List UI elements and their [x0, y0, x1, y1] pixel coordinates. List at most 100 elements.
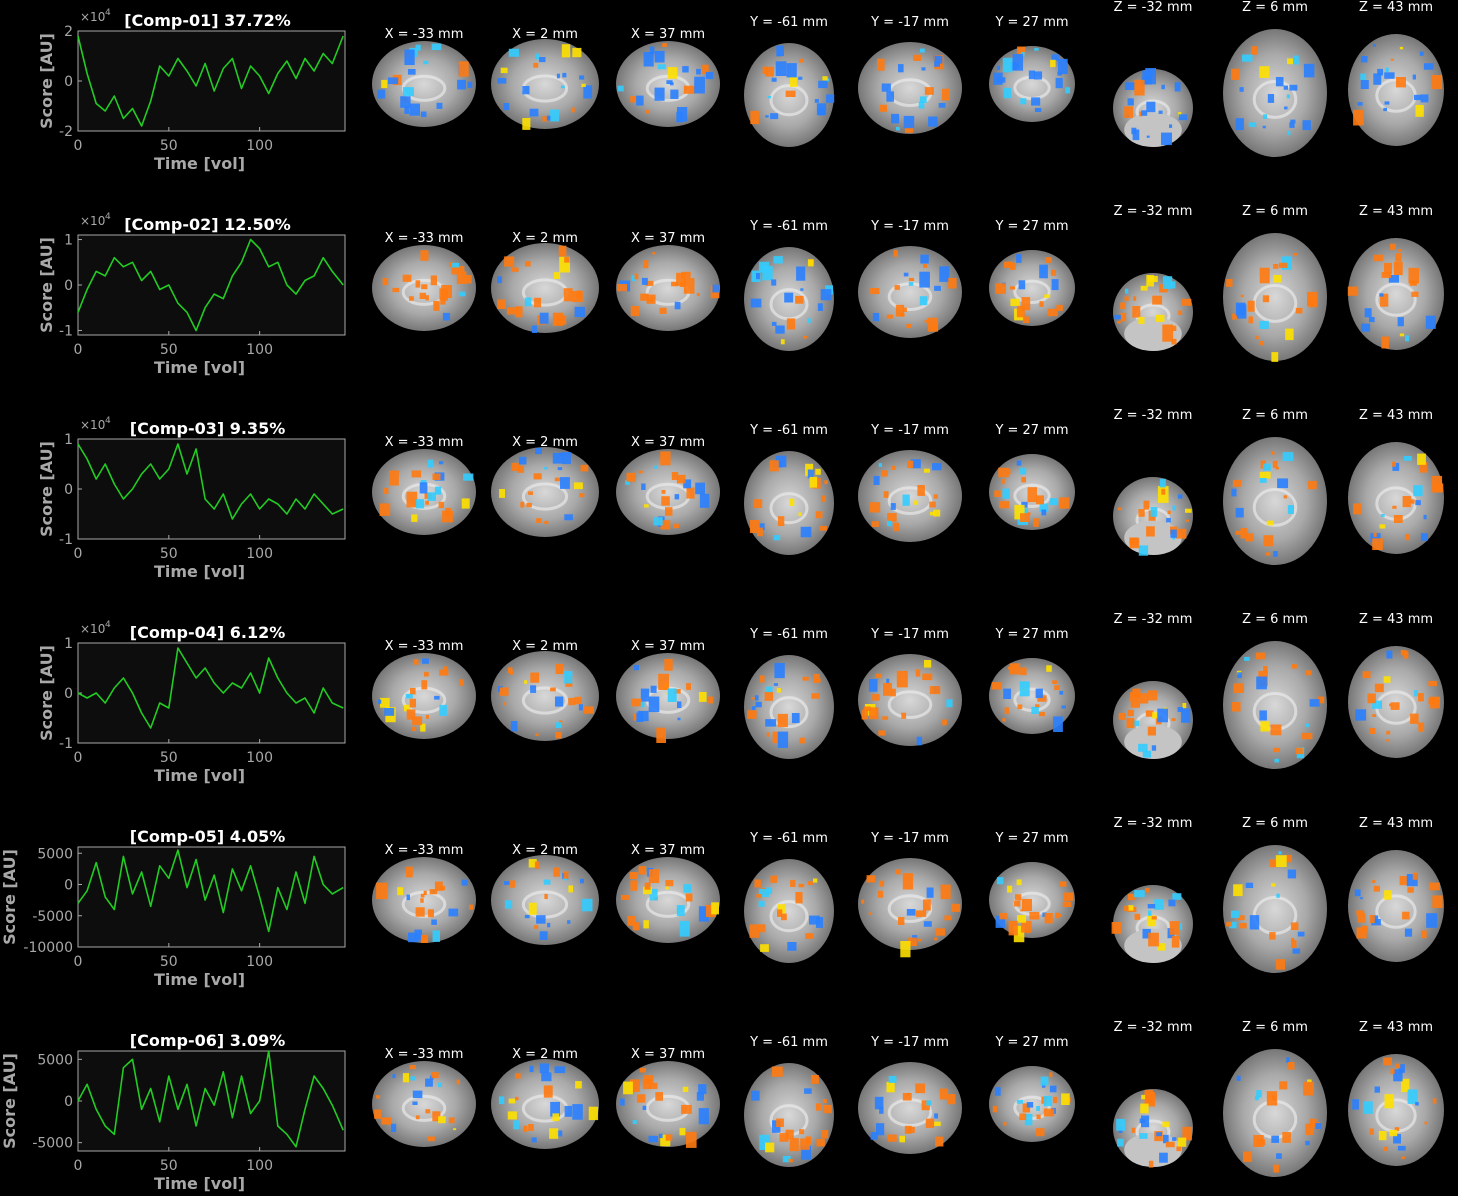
- axis-exponent-power: 4: [105, 212, 111, 222]
- y-tick-label: -5000: [32, 909, 73, 925]
- time-course-line: [77, 238, 344, 332]
- slice-coordinate-label: Y = -61 mm: [749, 627, 828, 642]
- brain-slice-image: [616, 245, 720, 331]
- brain-slice-image: [1113, 273, 1193, 351]
- axis-exponent-label: ×10: [80, 418, 105, 432]
- y-tick-label: -10000: [23, 940, 73, 956]
- brain-slice-image: [372, 1061, 476, 1147]
- y-tick-label: 0: [64, 686, 73, 702]
- x-tick-label: 50: [160, 954, 178, 970]
- slice-coordinate-label: Y = 27 mm: [994, 423, 1068, 438]
- y-tick-label: 1: [64, 233, 73, 249]
- brain-slice-image: [858, 654, 962, 746]
- x-tick-label: 100: [246, 954, 273, 970]
- brain-slice-image: [491, 447, 599, 537]
- x-axis-label: Time [vol]: [154, 970, 245, 989]
- brain-slice-image: [491, 855, 599, 945]
- brain-slice-image: [1113, 681, 1193, 760]
- axis-exponent-label: ×10: [80, 214, 105, 228]
- x-tick-label: 0: [74, 546, 83, 562]
- slice-coordinate-label: Z = -32 mm: [1114, 0, 1193, 15]
- brain-slice-image: [1223, 845, 1327, 973]
- x-tick-label: 0: [74, 1158, 83, 1174]
- slice-coordinate-label: Z = 6 mm: [1242, 0, 1308, 15]
- brain-slice-image: [491, 39, 599, 130]
- brain-slice-image: [989, 658, 1075, 734]
- slice-coordinate-label: Y = 27 mm: [994, 1035, 1068, 1050]
- slice-coordinate-label: Z = -32 mm: [1114, 408, 1193, 423]
- slice-coordinate-label: Z = 43 mm: [1359, 816, 1433, 831]
- x-tick-label: 50: [160, 750, 178, 766]
- x-tick-label: 0: [74, 954, 83, 970]
- slice-coordinate-label: Y = 27 mm: [994, 219, 1068, 234]
- brain-slice-image: [616, 653, 720, 743]
- y-tick-label: -1: [59, 323, 73, 339]
- slice-coordinate-label: Z = 6 mm: [1242, 612, 1308, 627]
- slice-coordinate-label: Z = 43 mm: [1359, 408, 1433, 423]
- x-axis-label: Time [vol]: [154, 358, 245, 377]
- slice-coordinate-label: Z = 43 mm: [1359, 204, 1433, 219]
- time-course-line: [77, 443, 344, 520]
- y-tick-label: 1: [64, 432, 73, 448]
- brain-slice-image: [1223, 233, 1327, 362]
- brain-slice-image: [1223, 1049, 1327, 1177]
- component-title: [Comp-06] 3.09%: [130, 1031, 285, 1050]
- x-tick-label: 50: [160, 342, 178, 358]
- axis-exponent-label: ×10: [80, 10, 105, 24]
- slice-coordinate-label: Y = -61 mm: [749, 423, 828, 438]
- brain-slice-image: [744, 1063, 834, 1167]
- brain-slice-image: [1348, 34, 1444, 146]
- brain-slice-image: [372, 41, 476, 127]
- slice-coordinate-label: Y = -61 mm: [749, 831, 828, 846]
- brain-slice-image: [989, 1066, 1075, 1142]
- slice-coordinate-label: X = 2 mm: [512, 639, 578, 654]
- brain-slice-image: [989, 862, 1075, 943]
- component-title: [Comp-01] 37.72%: [124, 11, 291, 30]
- brain-slice-image: [616, 449, 720, 535]
- x-tick-label: 0: [74, 750, 83, 766]
- brain-slice-image: [1223, 437, 1327, 565]
- component-title: [Comp-04] 6.12%: [130, 623, 285, 642]
- slice-coordinate-label: Y = 27 mm: [994, 831, 1068, 846]
- component-title: [Comp-05] 4.05%: [130, 827, 285, 846]
- slice-coordinate-label: X = 37 mm: [631, 27, 705, 42]
- slice-coordinate-label: X = 37 mm: [631, 435, 705, 450]
- y-tick-label: -1: [59, 532, 73, 548]
- x-tick-label: 50: [160, 138, 178, 154]
- brain-slice-image: [858, 246, 962, 338]
- slice-coordinate-label: Z = 6 mm: [1242, 816, 1308, 831]
- brain-slice-image: [744, 859, 834, 963]
- slice-coordinate-label: X = 2 mm: [512, 1047, 578, 1062]
- y-tick-label: 0: [64, 278, 73, 294]
- x-axis-label: Time [vol]: [154, 766, 245, 785]
- y-axis-label: Score [AU]: [0, 849, 19, 945]
- slice-coordinate-label: X = -33 mm: [385, 435, 464, 450]
- slice-coordinate-label: Y = -17 mm: [870, 831, 949, 846]
- slice-coordinate-label: Y = -61 mm: [749, 15, 828, 30]
- time-course-line: [77, 35, 344, 127]
- brain-slice-image: [858, 858, 962, 958]
- y-tick-label: -1: [59, 736, 73, 752]
- axis-exponent-power: 4: [105, 416, 111, 426]
- brain-slice-image: [858, 450, 962, 542]
- slice-coordinate-label: X = 37 mm: [631, 1047, 705, 1062]
- brain-slice-image: [491, 651, 599, 741]
- brain-slice-image: [744, 451, 834, 555]
- brain-slice-image: [616, 41, 720, 127]
- x-tick-label: 50: [160, 1158, 178, 1174]
- x-tick-label: 100: [246, 750, 273, 766]
- y-axis-label: Score [AU]: [0, 1053, 19, 1149]
- slice-coordinate-label: Z = 43 mm: [1359, 612, 1433, 627]
- brain-slice-image: [989, 46, 1075, 122]
- x-tick-label: 100: [246, 1158, 273, 1174]
- x-tick-label: 100: [246, 546, 273, 562]
- slice-coordinate-label: Y = -17 mm: [870, 219, 949, 234]
- x-axis-label: Time [vol]: [154, 154, 245, 173]
- y-tick-label: 5000: [37, 1052, 73, 1068]
- slice-coordinate-label: X = 37 mm: [631, 231, 705, 246]
- brain-slice-image: [744, 247, 834, 351]
- x-axis-label: Time [vol]: [154, 1174, 245, 1193]
